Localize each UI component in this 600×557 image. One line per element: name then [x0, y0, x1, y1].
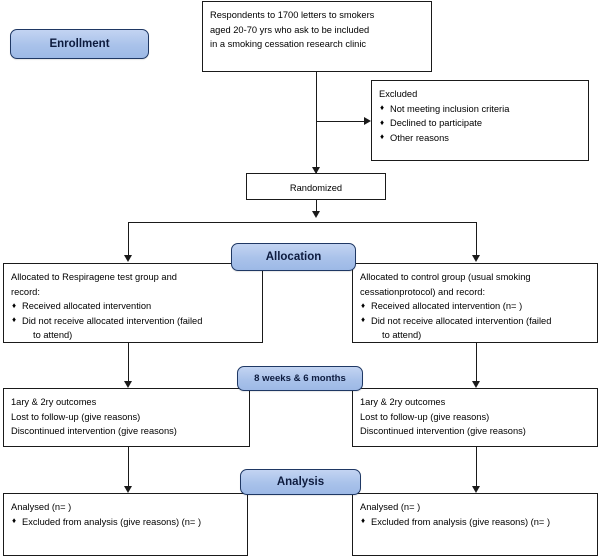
arrow-into-randomized-icon	[312, 167, 320, 174]
allocation-right-bullet-1: Received allocated intervention (n= )	[360, 299, 590, 314]
connector-trunk-to-excluded	[316, 121, 364, 122]
respondents-line-1: Respondents to 1700 letters to smokers	[210, 10, 375, 20]
connector-allocation-split-bar	[128, 222, 476, 223]
respondents-line-3: in a smoking cessation research clinic	[210, 39, 367, 49]
arrow-into-followup-right-icon	[472, 381, 480, 388]
excluded-heading: Excluded	[379, 89, 418, 99]
respondents-line-2: aged 20-70 yrs who ask to be included	[210, 24, 370, 35]
allocation-right-bullet-2-text: Did not receive allocated intervention (…	[371, 315, 552, 326]
followup-right-line-1: 1ary & 2ry outcomes	[360, 397, 446, 407]
box-analysis-right: Analysed (n= ) Excluded from analysis (g…	[352, 493, 598, 556]
arrow-randomized-split-icon	[312, 211, 320, 218]
excluded-bullet-1: Not meeting inclusion criteria	[379, 101, 581, 117]
excluded-bullet-3: Other reasons	[379, 130, 581, 146]
followup-right-line-3: Discontinued intervention (give reasons)	[360, 426, 526, 436]
stage-badge-enrollment: Enrollment	[10, 29, 149, 59]
allocation-right-line-2: cessationprotocol) and record:	[360, 286, 486, 297]
connector-randomized-down	[316, 200, 317, 216]
box-allocation-right: Allocated to control group (usual smokin…	[352, 263, 598, 343]
arrow-into-analysis-right-icon	[472, 486, 480, 493]
arrow-into-allocation-right-icon	[472, 255, 480, 262]
analysis-right-bullet-1: Excluded from analysis (give reasons) (n…	[360, 514, 590, 530]
stage-badge-allocation-label: Allocation	[265, 251, 322, 263]
excluded-bullet-2: Declined to participate	[379, 116, 581, 131]
box-followup-right: 1ary & 2ry outcomes Lost to follow-up (g…	[352, 388, 598, 447]
stage-badge-allocation: Allocation	[231, 243, 356, 271]
allocation-right-bullet-2: Did not receive allocated intervention (…	[360, 313, 590, 343]
connector-followup-left-to-analysis	[128, 447, 129, 491]
stage-badge-followup-label: 8 weeks & 6 months	[254, 373, 346, 384]
connector-allocation-left-to-followup	[128, 343, 129, 385]
stage-badge-analysis: Analysis	[240, 469, 361, 495]
box-analysis-left: Analysed (n= ) Excluded from analysis (g…	[3, 493, 248, 556]
followup-left-line-2: Lost to follow-up (give reasons)	[11, 411, 141, 422]
allocation-left-bullet-2: Did not receive allocated intervention (…	[11, 313, 255, 343]
stage-badge-followup: 8 weeks & 6 months	[237, 366, 363, 391]
stage-badge-analysis-label: Analysis	[276, 476, 325, 488]
allocation-left-bullet-1: Received allocated intervention	[11, 299, 255, 314]
box-followup-left: 1ary & 2ry outcomes Lost to follow-up (g…	[3, 388, 250, 447]
arrow-into-analysis-left-icon	[124, 486, 132, 493]
connector-followup-right-to-analysis	[476, 447, 477, 491]
randomized-label: Randomized	[289, 183, 343, 193]
arrow-into-followup-left-icon	[124, 381, 132, 388]
arrow-to-excluded-icon	[364, 117, 371, 125]
allocation-left-line-1: Allocated to Respiragene test group and	[11, 272, 177, 282]
box-respondents: Respondents to 1700 letters to smokers a…	[202, 1, 432, 72]
connector-split-right-drop	[476, 222, 477, 258]
box-randomized: Randomized	[246, 173, 386, 200]
followup-left-line-3: Discontinued intervention (give reasons)	[11, 426, 177, 436]
followup-right-line-2: Lost to follow-up (give reasons)	[360, 411, 490, 422]
allocation-right-line-1: Allocated to control group (usual smokin…	[360, 272, 531, 282]
followup-left-line-1: 1ary & 2ry outcomes	[11, 397, 97, 407]
connector-allocation-right-to-followup	[476, 343, 477, 385]
box-allocation-left: Allocated to Respiragene test group and …	[3, 263, 263, 343]
box-excluded: Excluded Not meeting inclusion criteria …	[371, 80, 589, 161]
connector-respondents-to-randomized	[316, 72, 317, 173]
analysis-left-heading: Analysed (n= )	[11, 502, 72, 512]
allocation-left-bullet-2-text: Did not receive allocated intervention (…	[22, 315, 203, 326]
allocation-right-bullet-2-cont: to attend)	[382, 330, 422, 340]
arrow-into-allocation-left-icon	[124, 255, 132, 262]
allocation-left-line-2: record:	[11, 286, 40, 297]
connector-split-left-drop	[128, 222, 129, 258]
analysis-left-bullet-1: Excluded from analysis (give reasons) (n…	[11, 514, 240, 530]
analysis-right-heading: Analysed (n= )	[360, 502, 421, 512]
allocation-left-bullet-2-cont: to attend)	[33, 330, 73, 340]
stage-badge-enrollment-label: Enrollment	[49, 38, 110, 50]
